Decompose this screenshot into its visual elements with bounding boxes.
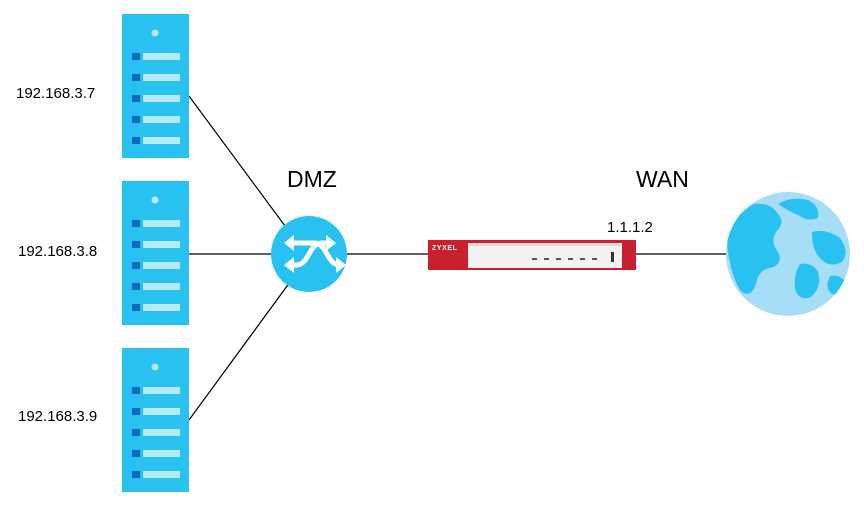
firewall-icon: ZYXEL	[428, 240, 636, 270]
firewall-brand-label: ZYXEL	[432, 245, 458, 252]
wan-zone-label: WAN	[636, 166, 689, 192]
server-ip-label-1: 192.168.3.7	[16, 85, 95, 102]
server-group	[122, 14, 189, 492]
server-icon	[122, 14, 189, 158]
link-server-3-switch	[188, 281, 291, 421]
server-icon	[122, 181, 189, 325]
server-ip-label-3: 192.168.3.9	[18, 408, 97, 425]
globe-icon	[726, 192, 850, 316]
connection-lines	[188, 95, 728, 421]
server-icon	[122, 348, 189, 492]
dmz-zone-label: DMZ	[287, 166, 337, 192]
link-server-1-switch	[188, 95, 289, 231]
switch-icon	[271, 216, 347, 292]
wan-ip-label: 1.1.1.2	[607, 219, 653, 236]
server-ip-label-2: 192.168.3.8	[18, 243, 97, 260]
